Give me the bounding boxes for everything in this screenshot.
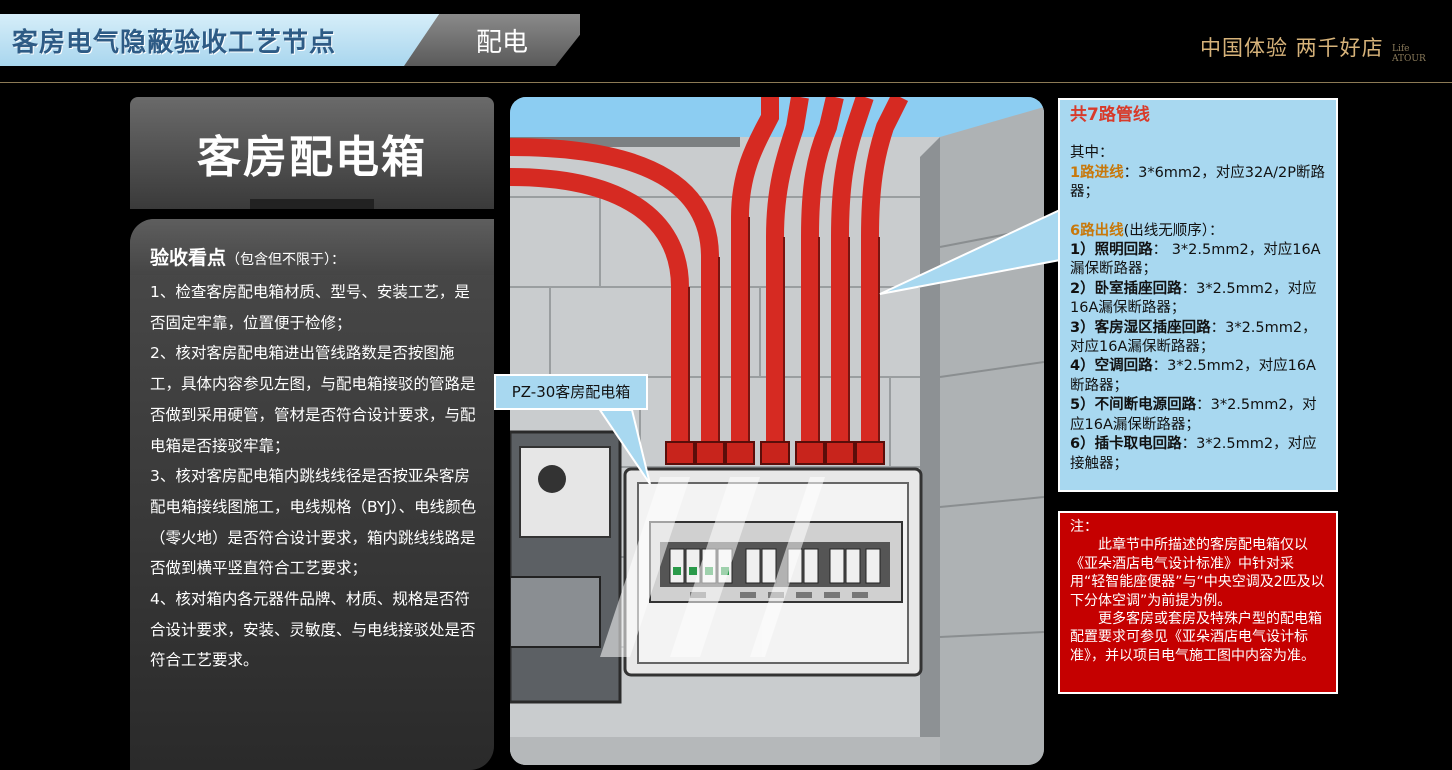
pipe-of-which: 其中：: [1070, 145, 1114, 162]
circuit-item: 6）插卡取电回路：3*2.5mm2，对应接触器；: [1070, 435, 1326, 474]
circuit-item: 2）卧室插座回路：3*2.5mm2，对应16A漏保断路器；: [1070, 280, 1326, 319]
acceptance-item: 3、核对客房配电箱内跳线线径是否按亚朵客房配电箱接线图施工，电线规格（BYJ）、…: [150, 467, 477, 578]
circuit-label: 6）插卡取电回路: [1070, 436, 1182, 453]
section-subtitle: 配电: [476, 28, 529, 58]
circuit-desc: ：3*2.5mm2，对应16A断路器；: [1070, 358, 1316, 394]
circuit-label: 5）不间断电源回路: [1070, 397, 1197, 414]
distribution-box-drawing: [510, 97, 1044, 765]
pipe-total: 共7路管线: [1070, 105, 1150, 125]
acceptance-heading-note: （包含但不限于）：: [226, 252, 346, 268]
circuit-label: 2）卧室插座回路: [1070, 280, 1182, 297]
outlet-note: (出线无顺序）：: [1123, 222, 1224, 239]
circuit-desc: ：3*2.5mm2，对应16A漏保断路器；: [1070, 280, 1317, 317]
brand-slogan: 中国体验 两千好店: [1200, 36, 1384, 60]
note-paragraph-1: 此章节中所描述的客房配电箱仅以《亚朵酒店电气设计标准》中针对采用“轻智能座便器”…: [1070, 537, 1325, 609]
distribution-box-illustration: [510, 97, 1044, 765]
pz-callout-pointer: [598, 409, 651, 485]
header-banner: 客房电气隐蔽验收工艺节点 配电: [0, 14, 580, 66]
circuit-label: 3）客房湿区插座回路: [1070, 319, 1211, 336]
pipe-info-box: 共7路管线 其中： 1路进线：3*6mm2，对应32A/2P断路器； 6路出线(…: [1058, 98, 1338, 492]
brand-logo-line-1: Life: [1392, 44, 1410, 54]
circuit-desc: ：3*2.5mm2，对应接触器；: [1070, 436, 1317, 472]
inlet-line: 1路进线：3*6mm2，对应32A/2P断路器；: [1070, 164, 1326, 203]
outlet-label: 6路出线: [1070, 222, 1124, 239]
subtitle-banner-bg: [404, 14, 580, 66]
title-card: 客房配电箱: [130, 97, 494, 209]
note-box: 注： 此章节中所描述的客房配电箱仅以《亚朵酒店电气设计标准》中针对采用“轻智能座…: [1058, 511, 1338, 694]
box-model-callout: PZ-30客房配电箱: [494, 374, 648, 410]
circuit-label: 4）空调回路: [1070, 358, 1153, 375]
circuit-item: 4）空调回路：3*2.5mm2，对应16A断路器；: [1070, 357, 1326, 396]
outlet-line: 6路出线(出线无顺序）：: [1070, 222, 1326, 241]
brand-logo-line-2: ATOUR: [1392, 54, 1426, 64]
circuit-item: 5）不间断电源回路：3*2.5mm2，对应16A漏保断路器；: [1070, 396, 1326, 435]
circuit-desc: ：3*2.5mm2，对应16A漏保断路器；: [1070, 397, 1317, 433]
acceptance-heading: 验收看点（包含但不限于）：: [150, 243, 345, 270]
circuit-item: 3）客房湿区插座回路：3*2.5mm2，对应16A漏保断路器；: [1070, 319, 1326, 358]
header-divider: [0, 82, 1452, 83]
circuit-label: 1）照明回路: [1070, 242, 1153, 259]
brand-logo-text: Life ATOUR: [1392, 44, 1426, 64]
acceptance-heading-text: 验收看点: [150, 247, 227, 269]
acceptance-card-header: [130, 219, 494, 275]
acceptance-card: 验收看点（包含但不限于）： 1、检查客房配电箱材质、型号、安装工艺，是否固定牢靠…: [130, 219, 494, 770]
acceptance-item: 4、核对箱内各元器件品牌、材质、规格是否符合设计要求，安装、灵敏度、与电线接驳处…: [150, 590, 476, 670]
note-label: 注：: [1070, 519, 1098, 535]
circuit-desc: ：3*2.5mm2，对应16A漏保断路器；: [1070, 319, 1317, 356]
inlet-label: 1路进线: [1070, 164, 1124, 181]
circuit-item: 1）照明回路： 3*2.5mm2，对应16A漏保断路器；: [1070, 241, 1326, 280]
inlet-desc: ：3*6mm2，对应32A/2P断路器；: [1070, 164, 1325, 201]
acceptance-list: 1、检查客房配电箱材质、型号、安装工艺，是否固定牢靠，位置便于检修； 2、核对客…: [150, 277, 484, 676]
acceptance-item: 2、核对客房配电箱进出管线路数是否按图施工，具体内容参见左图，与配电箱接驳的管路…: [150, 344, 476, 455]
card-title: 客房配电箱: [197, 132, 427, 183]
acceptance-item: 1、检查客房配电箱材质、型号、安装工艺，是否固定牢靠，位置便于检修；: [150, 283, 470, 332]
note-paragraph-2: 更多客房或套房及特殊户型的配电箱配置要求可参见《亚朵酒店电气设计标准》，并以项目…: [1070, 611, 1322, 664]
title-card-tab: [250, 199, 374, 209]
page-title: 客房电气隐蔽验收工艺节点: [12, 28, 337, 58]
pipes-callout-pointer: [879, 208, 1061, 295]
circuit-desc: ： 3*2.5mm2，对应16A漏保断路器；: [1070, 242, 1321, 278]
title-banner-bg: [0, 14, 440, 66]
